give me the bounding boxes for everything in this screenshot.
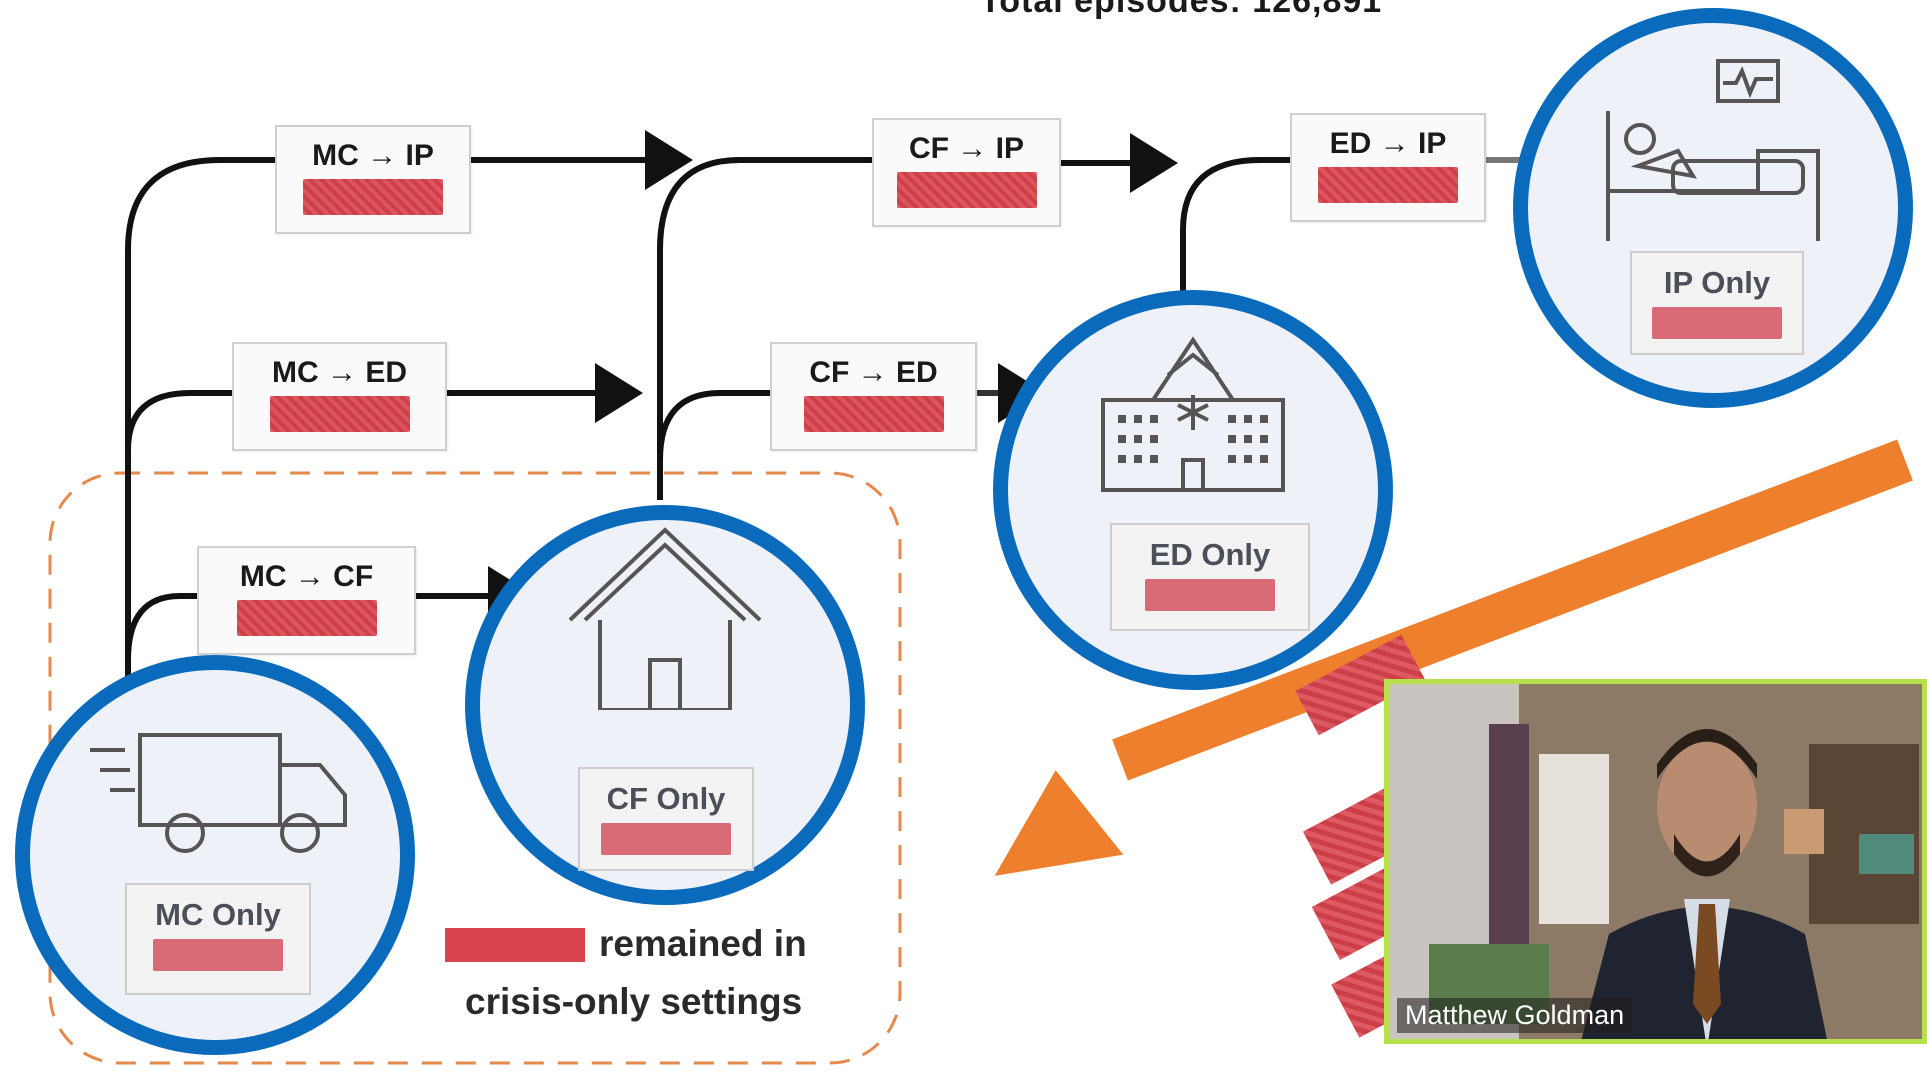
redacted-count	[269, 396, 410, 432]
transition-cf-ed: CF → ED	[770, 342, 977, 451]
redacted-count	[803, 396, 944, 432]
ip-only-box: IP Only	[1630, 251, 1804, 355]
remained-note: remained in crisis-only settings	[445, 915, 807, 1031]
node-mc: MC Only	[15, 655, 415, 1055]
transition-mc-ip: MC → IP	[275, 125, 471, 234]
hospital-bed-icon	[1606, 59, 1820, 241]
remained-line1: remained in	[599, 923, 807, 964]
transition-mc-cf: MC → CF	[197, 546, 416, 655]
redacted-count	[153, 939, 283, 971]
redacted-count	[303, 179, 443, 215]
mc-only-box: MC Only	[125, 883, 311, 995]
speaker-video-tile[interactable]: Matthew Goldman	[1384, 679, 1927, 1044]
transition-mc-ed: MC → ED	[232, 342, 447, 451]
cf-only-box: CF Only	[578, 767, 754, 871]
redacted-count	[1318, 167, 1458, 203]
transition-label: MC → CF	[239, 560, 374, 593]
node-label: ED Only	[1149, 537, 1271, 572]
redacted-count	[1145, 579, 1275, 611]
transition-label: MC → IP	[312, 139, 434, 172]
total-episodes-title: Total episodes: 126,891	[980, 0, 1383, 20]
big-orange-arrow	[994, 439, 1913, 876]
redacted-count	[896, 172, 1037, 208]
speaker-name-label: Matthew Goldman	[1397, 998, 1633, 1033]
ed-only-box: ED Only	[1110, 523, 1310, 631]
transition-label: ED → IP	[1329, 127, 1447, 160]
hospital-building-icon	[1101, 336, 1285, 492]
transition-label: CF → IP	[908, 132, 1024, 165]
redacted-count	[1652, 307, 1782, 339]
node-ip: IP Only	[1513, 8, 1913, 408]
remained-line2: crisis-only settings	[465, 981, 803, 1022]
node-ed: ED Only	[993, 290, 1393, 690]
node-cf: CF Only	[465, 505, 865, 905]
redacted-count	[601, 823, 731, 855]
transition-cf-ip: CF → IP	[872, 118, 1061, 227]
transition-label: MC → ED	[272, 356, 407, 389]
house-icon	[568, 527, 762, 710]
mobile-crisis-truck-icon	[90, 733, 347, 853]
speaker-video-frame	[1389, 684, 1922, 1039]
transition-label: CF → ED	[809, 356, 938, 389]
transition-ed-ip: ED → IP	[1290, 113, 1486, 222]
redacted-count	[445, 928, 585, 962]
redacted-count	[236, 600, 377, 636]
node-label: MC Only	[155, 897, 281, 932]
node-label: IP Only	[1663, 265, 1771, 300]
node-label: CF Only	[606, 781, 726, 816]
